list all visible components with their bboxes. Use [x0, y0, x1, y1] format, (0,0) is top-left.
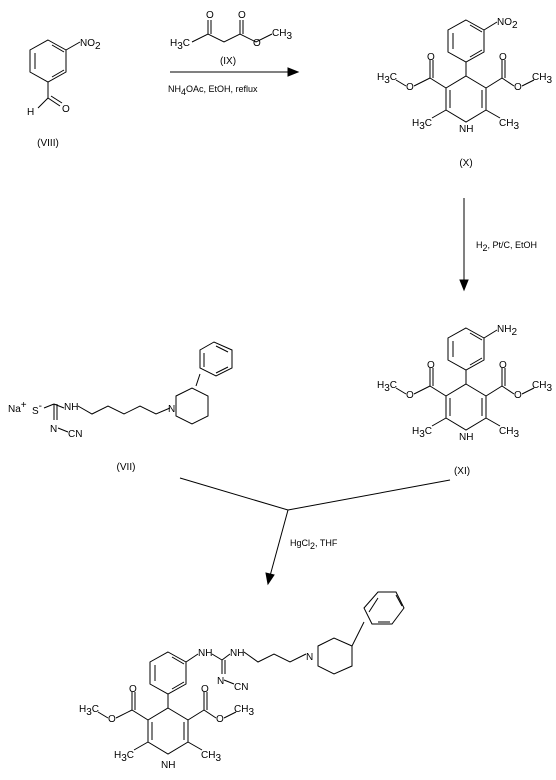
- compound-ix-label: (IX): [220, 56, 236, 67]
- x-o-left-carbonyl: O: [427, 52, 435, 63]
- arrow-step-2: H2, Pt/C, EtOH: [459, 198, 537, 292]
- product-cn-label: CN: [234, 682, 248, 693]
- ix-ketone-o-label: O: [206, 10, 214, 21]
- ix-ch3-label: CH3: [272, 28, 292, 42]
- vii-piperidine-n-label: N: [168, 404, 175, 415]
- product-piperidine-n-label: N: [306, 652, 313, 663]
- product-h3c-ether: H3C: [79, 704, 99, 718]
- xi-h3c-ether: H3C: [377, 380, 397, 394]
- product-nh2-label: NH: [230, 648, 244, 659]
- ix-ester-o-label: O: [238, 10, 246, 21]
- aldehyde-o-label: O: [62, 104, 70, 115]
- x-o-left-ether: O: [406, 82, 414, 93]
- xi-o-left-carbonyl: O: [427, 360, 435, 371]
- x-nh-label: NH: [459, 124, 473, 135]
- product-o-left-ether: O: [108, 714, 116, 725]
- xi-ch3-methyl: CH3: [499, 426, 519, 440]
- arrow-step-3: HgCl2, THF: [179, 477, 451, 586]
- product-n-cn-label: N: [217, 676, 224, 687]
- compound-x: NO2 O O H3C O O CH3 H3C CH3 NH (X): [377, 17, 552, 169]
- step-3-reagents: HgCl2, THF: [290, 538, 338, 551]
- product-o-left-carbonyl: O: [129, 684, 137, 695]
- compound-x-label: (X): [459, 158, 472, 169]
- product-ch3-methyl: CH3: [201, 750, 221, 764]
- product-h3c-methyl: H3C: [114, 750, 134, 764]
- x-h3c-methyl: H3C: [412, 118, 432, 132]
- vii-nh-label: NH: [64, 402, 78, 413]
- ix-h3c-label: H3C: [170, 38, 190, 52]
- x-o-right-carbonyl: O: [499, 52, 507, 63]
- x-ch3-ether: CH3: [532, 72, 552, 86]
- product-ch3-ether: CH3: [234, 704, 254, 718]
- product-nh1-label: NH: [198, 648, 212, 659]
- nitro-label: NO2: [80, 38, 101, 52]
- compound-vii: Na+ S- NH N CN N (VII): [8, 341, 233, 473]
- vii-s-label: S-: [32, 401, 42, 417]
- compound-xi-label: (XI): [454, 466, 470, 477]
- ix-ether-o-label: O: [253, 38, 261, 49]
- arrow-step-1: NH4OAc, EtOH, reflux: [168, 67, 300, 97]
- product-nh-label: NH: [161, 760, 175, 771]
- x-nitro-label: NO2: [497, 17, 518, 31]
- xi-o-right-ether: O: [514, 390, 522, 401]
- compound-viii: NO2 H O (VIII): [27, 38, 101, 149]
- x-ch3-methyl: CH3: [499, 118, 519, 132]
- xi-amino-label: NH2: [497, 324, 517, 338]
- product-o-right-carbonyl: O: [201, 684, 209, 695]
- product-o-right-ether: O: [216, 714, 224, 725]
- compound-vii-label: (VII): [117, 462, 136, 473]
- step-2-reagents: H2, Pt/C, EtOH: [476, 240, 537, 253]
- xi-h3c-methyl: H3C: [412, 426, 432, 440]
- xi-ch3-ether: CH3: [532, 380, 552, 394]
- step-1-reagents: NH4OAc, EtOH, reflux: [168, 84, 258, 97]
- xi-o-right-carbonyl: O: [499, 360, 507, 371]
- compound-viii-label: (VIII): [37, 138, 59, 149]
- xi-o-left-ether: O: [406, 390, 414, 401]
- x-h3c-ether: H3C: [377, 72, 397, 86]
- vii-cn-label: CN: [68, 429, 82, 440]
- x-o-right-ether: O: [514, 82, 522, 93]
- xi-nh-label: NH: [459, 432, 473, 443]
- compound-product: NH NH N CN N: [79, 591, 405, 771]
- aldehyde-h-label: H: [27, 107, 34, 118]
- vii-na-label: Na+: [8, 400, 27, 415]
- vii-n-cn-label: N: [50, 424, 57, 435]
- compound-xi: NH2 O O H3C O O CH3 H3C CH3 NH (XI): [377, 324, 552, 477]
- compound-ix: H3C O O O CH3 (IX): [170, 10, 292, 67]
